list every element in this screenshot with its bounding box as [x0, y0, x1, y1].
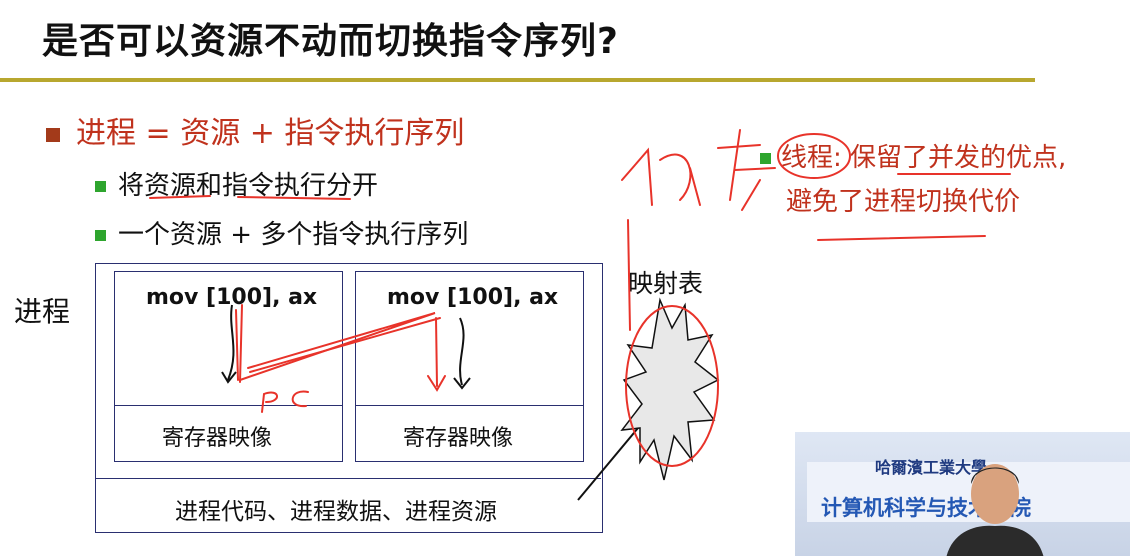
left-flow-arrows [221, 304, 471, 390]
process-resources-label: 进程代码、进程数据、进程资源 [175, 499, 497, 525]
webcam-video: 哈爾濱工業大學 计算机科学与技术学院 [795, 432, 1130, 556]
sub-bullet-text: 一个资源 + 多个指令执行序列 [118, 220, 469, 250]
right-register-label: 寄存器映像 [403, 426, 514, 451]
sub-bullet-text: 将资源和指令执行分开 [118, 171, 379, 201]
left-instruction-box [114, 271, 343, 407]
bullet-square-icon [95, 181, 106, 192]
webcam-banner [807, 462, 1130, 522]
title-rule [0, 78, 1035, 82]
right-code: mov [100], ax [387, 285, 559, 310]
main-bullet: 进程 = 资源 + 指令执行序列 [46, 108, 464, 152]
bullet-square-icon [46, 127, 60, 142]
left-register-label: 寄存器映像 [162, 426, 273, 451]
main-bullet-text: 进程 = 资源 + 指令执行序列 [76, 116, 465, 151]
slide-title: 是否可以资源不动而切换指令序列? [42, 21, 619, 62]
bullet-square-icon [760, 153, 771, 164]
left-register-box [114, 405, 343, 462]
red-annotations [149, 129, 1011, 467]
sub-bullet-1: 将资源和指令执行分开 [95, 165, 378, 202]
sub-bullet-2: 一个资源 + 多个指令执行序列 [95, 214, 468, 251]
thread-bullet: 线程: 保留了并发的优点, 避免了进程切换代价 [760, 140, 1066, 220]
mapping-table-label: 映射表 [628, 269, 704, 298]
mapping-table-shape [620, 297, 720, 481]
thread-bullet-line2: 避免了进程切换代价 [786, 187, 1021, 217]
thread-bullet-line1: 线程: 保留了并发的优点, [781, 143, 1067, 173]
bullet-square-icon [95, 230, 106, 241]
bottom-divider [95, 478, 601, 479]
presenter-figure [946, 464, 1044, 556]
right-register-box [355, 405, 584, 462]
webcam-university-name: 哈爾濱工業大學 [875, 458, 988, 477]
process-label: 进程 [14, 295, 71, 328]
